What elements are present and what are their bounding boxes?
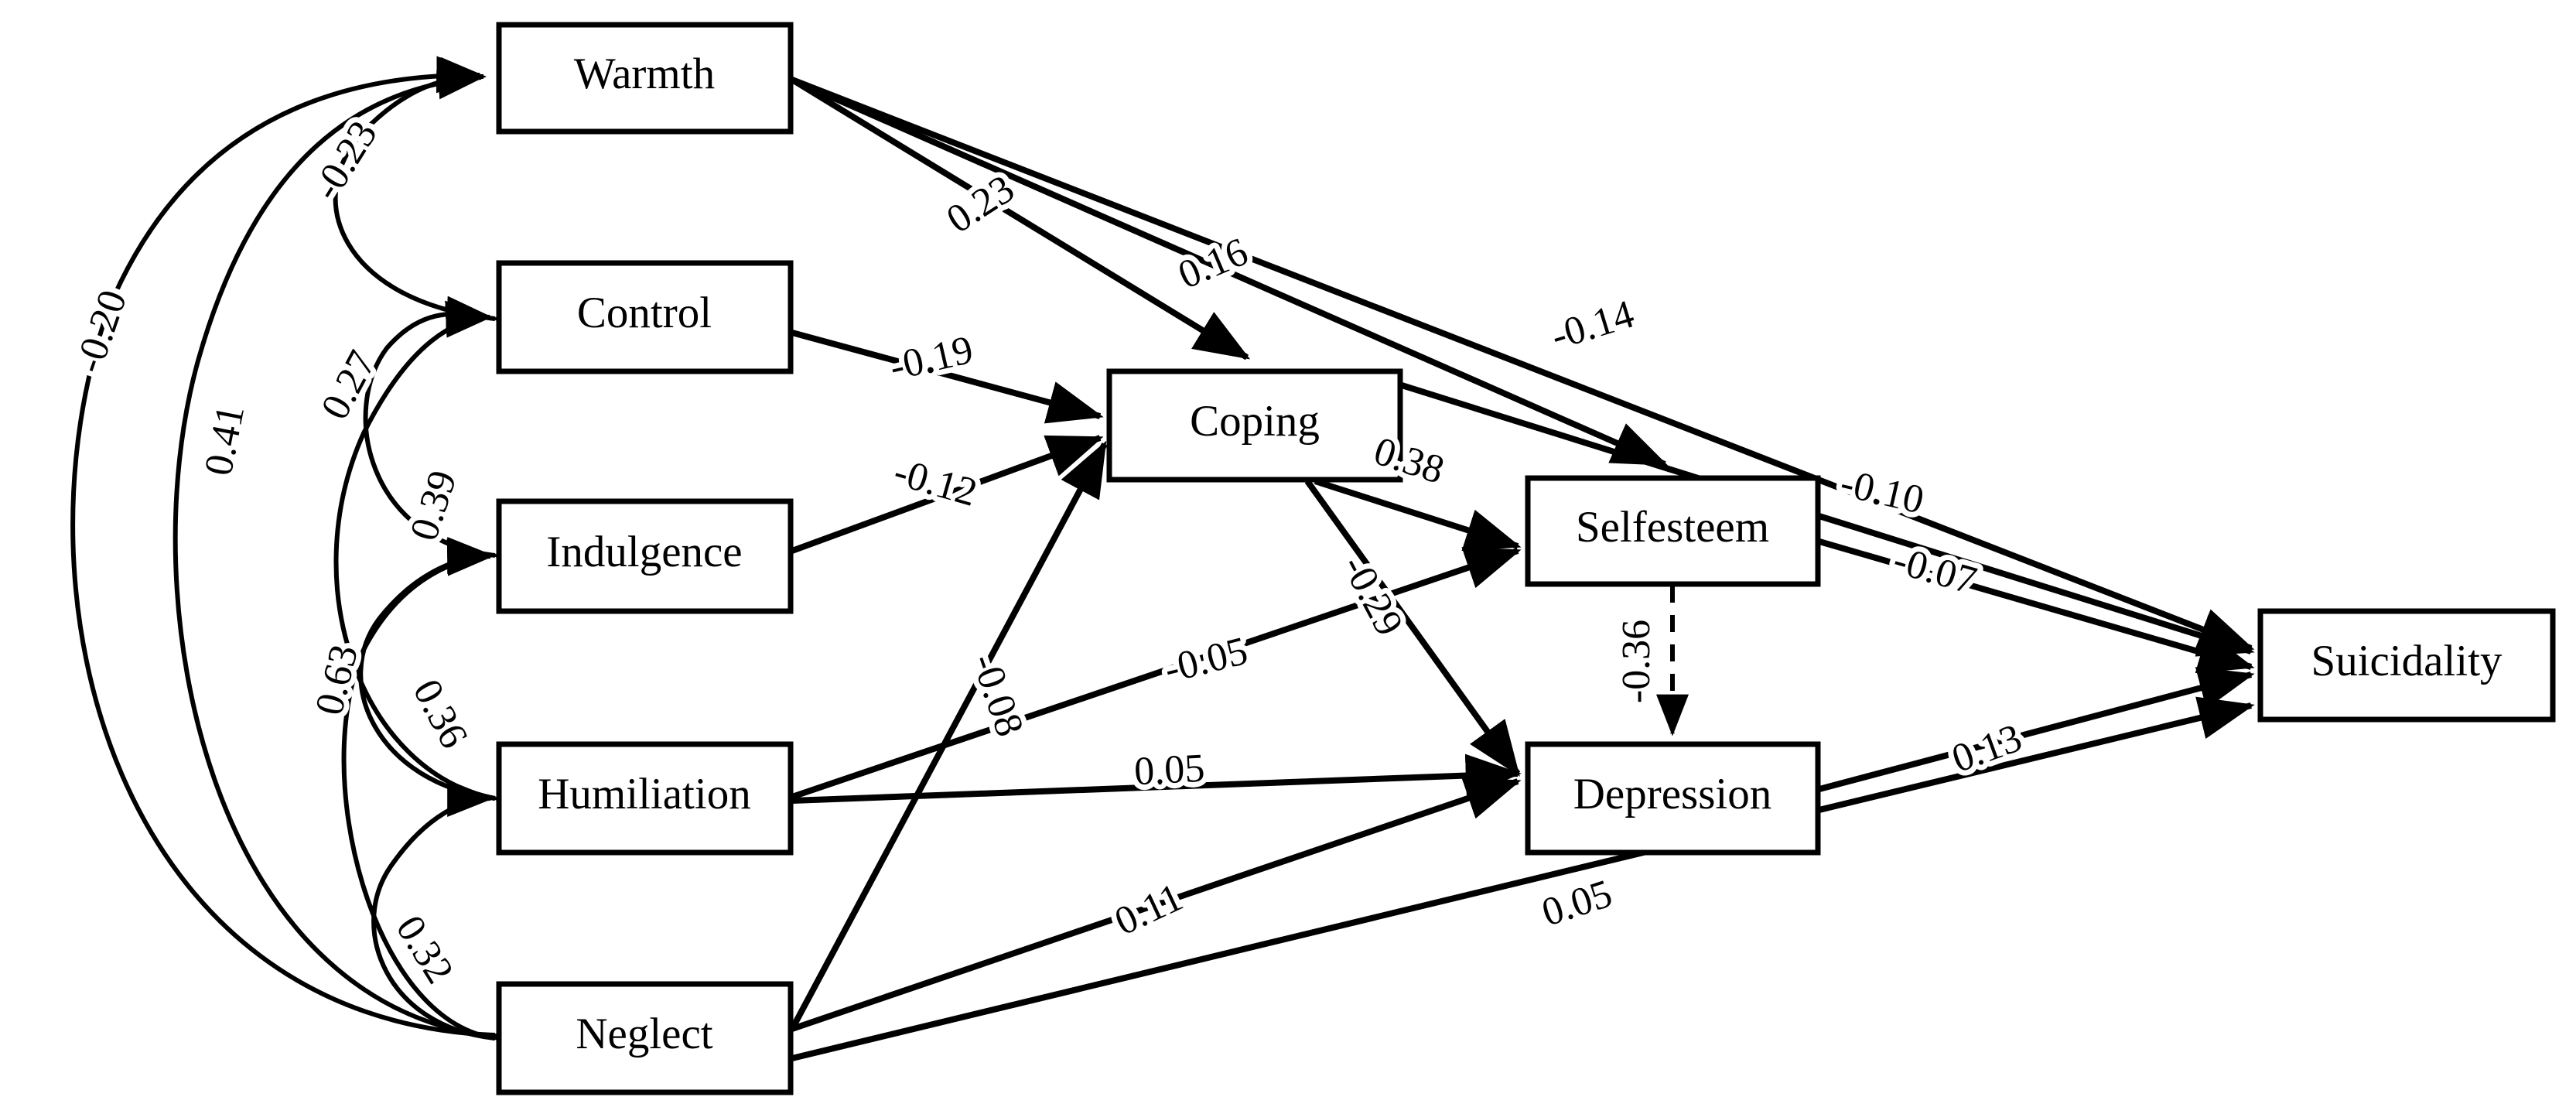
path-coefficient-labels: 0.23 0.23 0.16 0.16 -0.14 -0.14 -0.19 -0… [880, 161, 2033, 949]
svg-text:0.16: 0.16 [1172, 230, 1254, 298]
coef-humiliation-selfesteem: -0.05 -0.05 [1154, 624, 1257, 698]
coef-corr-control-humiliation: 0.39 0.39 [396, 460, 470, 552]
svg-text:-0.12: -0.12 [889, 449, 982, 515]
node-box-depression[interactable] [1525, 741, 1821, 856]
node-box-humiliation[interactable] [496, 741, 794, 856]
coef-depression-suicidality: 0.13 0.13 [1941, 710, 2033, 787]
svg-text:0.36: 0.36 [405, 672, 477, 755]
coef-coping-suicidality: -0.10 -0.10 [1831, 456, 1933, 528]
coef-corr-indulgence-humiliation: 0.63 0.63 [302, 635, 372, 725]
svg-text:0.63: 0.63 [307, 641, 367, 719]
node-warmth[interactable]: Warmth [496, 22, 794, 135]
node-label-indulgence: Indulgence [546, 528, 742, 576]
svg-text:0.32: 0.32 [388, 908, 463, 991]
node-box-indulgence[interactable] [496, 498, 794, 614]
node-box-warmth[interactable] [496, 22, 794, 135]
node-neglect[interactable]: Neglect [496, 981, 794, 1095]
svg-text:0.11: 0.11 [1109, 875, 1190, 944]
svg-text:-0.36: -0.36 [1614, 620, 1659, 703]
structural-paths [789, 77, 2255, 1061]
coef-humiliation-depression: 0.05 0.05 [1128, 741, 1211, 800]
correlation-arc-indulgence-humiliation [358, 537, 541, 822]
path-coping-depression [1304, 479, 1521, 777]
correlation-arc-warmth-humiliation [173, 62, 541, 1060]
node-box-selfesteem[interactable] [1525, 475, 1821, 587]
svg-text:-0.14: -0.14 [1546, 292, 1639, 359]
node-label-suicidality: Suicidality [2311, 637, 2503, 685]
node-label-depression: Depression [1573, 770, 1771, 818]
correlation-arc-indulgence-neglect [341, 538, 541, 1063]
coef-corr-humiliation-neglect: 0.32 0.32 [382, 903, 468, 996]
node-boxes: Warmth Control Indulgence Humiliation Ne… [496, 22, 2556, 1095]
coef-neglect-depression: 0.11 0.11 [1103, 870, 1195, 949]
svg-text:0.39: 0.39 [401, 466, 465, 546]
path-neglect-depression [791, 777, 1522, 1032]
node-depression[interactable]: Depression [1525, 741, 1821, 856]
correlation-arc-control-humiliation [333, 300, 542, 825]
path-neglect-suicidality [791, 696, 2255, 1061]
node-label-control: Control [577, 289, 712, 337]
path-coping-suicidality [1400, 382, 2255, 657]
path-warmth-selfesteem [791, 77, 1669, 467]
node-box-coping[interactable] [1106, 368, 1403, 483]
path-warmth-suicidality [791, 77, 2255, 651]
svg-text:0.05: 0.05 [1537, 871, 1618, 935]
node-suicidality[interactable]: Suicidality [2257, 608, 2556, 723]
correlation-arc-humiliation-neglect [371, 780, 540, 1061]
coef-warmth-suicidality: -0.14 -0.14 [1541, 287, 1645, 364]
path-depression-suicidality [1818, 667, 2255, 792]
svg-text:-0.20: -0.20 [67, 285, 135, 378]
svg-text:-0.36: -0.36 [1614, 620, 1659, 703]
coef-corr-warmth-neglect: -0.20 -0.20 [61, 279, 141, 384]
node-label-warmth: Warmth [574, 50, 715, 98]
svg-text:0.05: 0.05 [1133, 747, 1206, 794]
coef-corr-indulgence-neglect: 0.36 0.36 [399, 667, 482, 760]
correlation-arc-warmth-control [333, 56, 541, 342]
svg-text:0.41: 0.41 [196, 402, 253, 479]
path-neglect-coping [789, 440, 1108, 1030]
node-box-suicidality[interactable] [2257, 608, 2556, 723]
svg-text:0.13: 0.13 [1946, 716, 2028, 781]
node-humiliation[interactable]: Humiliation [496, 741, 794, 856]
node-label-neglect: Neglect [576, 1010, 712, 1058]
svg-text:-0.07: -0.07 [1888, 538, 1981, 603]
coef-selfesteem-suicidality: -0.07 -0.07 [1883, 532, 1987, 609]
coef-coping-selfesteem: 0.38 0.38 [1363, 423, 1454, 497]
path-warmth-coping [790, 77, 1251, 361]
correlation-coefficient-labels: -0.20 -0.20 -0.23 -0.23 0.41 0.41 0.27 0… [61, 108, 482, 997]
svg-text:0.38: 0.38 [1368, 429, 1449, 492]
node-label-coping: Coping [1190, 397, 1320, 446]
coef-selfesteem-depression: -0.36 -0.36 [1609, 614, 1664, 709]
path-humiliation-selfesteem [791, 547, 1522, 800]
svg-text:-0.10: -0.10 [1836, 461, 1928, 523]
coef-indulgence-coping: -0.12 -0.12 [883, 444, 987, 521]
node-box-control[interactable] [496, 260, 794, 374]
svg-text:-0.05: -0.05 [1160, 629, 1252, 692]
node-selfesteem[interactable]: Selfesteem [1525, 475, 1821, 587]
coef-warmth-selfesteem: 0.16 0.16 [1167, 224, 1259, 303]
path-humiliation-depression [791, 753, 1522, 804]
coef-neglect-suicidality: 0.05 0.05 [1532, 866, 1623, 940]
correlation-arc-warmth-neglect [70, 56, 539, 1056]
coef-corr-warmth-humiliation: 0.41 0.41 [191, 396, 258, 484]
node-label-selfesteem: Selfesteem [1576, 503, 1769, 552]
coef-coping-depression: -0.29 -0.29 [1327, 543, 1416, 648]
svg-text:-0.29: -0.29 [1333, 548, 1411, 643]
svg-text:-0.23: -0.23 [304, 114, 386, 208]
correlation-arcs [70, 56, 542, 1063]
node-label-humiliation: Humiliation [538, 770, 750, 818]
node-indulgence[interactable]: Indulgence [496, 498, 794, 614]
path-selfesteem-suicidality [1818, 538, 2255, 674]
node-coping[interactable]: Coping [1106, 368, 1403, 483]
path-coping-selfesteem [1314, 478, 1522, 552]
path-control-coping [791, 330, 1104, 424]
node-box-neglect[interactable] [496, 981, 794, 1095]
path-indulgence-coping [791, 435, 1104, 554]
svg-text:0.05: 0.05 [1133, 747, 1206, 794]
node-control[interactable]: Control [496, 260, 794, 374]
coef-corr-warmth-control: -0.23 -0.23 [299, 108, 391, 214]
